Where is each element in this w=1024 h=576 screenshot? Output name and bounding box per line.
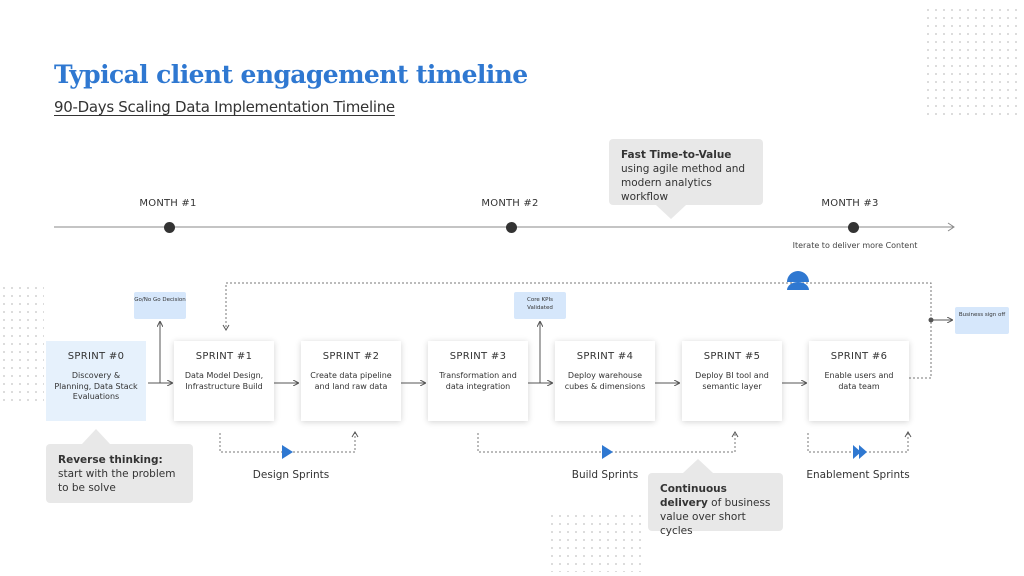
page-title: Typical client engagement timeline xyxy=(54,60,528,89)
sprint-desc: Transformation and data integration xyxy=(439,371,517,391)
dot-grid-left xyxy=(0,284,44,404)
callout-bold: Continuous delivery xyxy=(660,483,727,509)
design-phase-loop xyxy=(219,433,356,453)
play-icon xyxy=(282,445,293,459)
sprint-name: SPRINT #1 xyxy=(195,351,253,362)
month-marker-2 xyxy=(506,221,517,233)
fast-callout-pointer xyxy=(656,205,686,219)
sprint-desc: Deploy BI tool and semantic layer xyxy=(695,371,769,391)
double-play-icon xyxy=(853,445,867,459)
callout-text: of business value over short cycles xyxy=(660,497,771,537)
month-label-3: MONTH #3 xyxy=(821,198,879,209)
sprint-card-2: SPRINT #2 Create data pipeline and land … xyxy=(301,341,401,421)
sprint-card-3: SPRINT #3 Transformation and data integr… xyxy=(428,341,528,421)
callout-text: using agile method and modern analytics … xyxy=(621,163,746,203)
build-phase-loop xyxy=(477,433,736,453)
sprint-desc: Data Model Design, Infrastructure Build xyxy=(184,371,264,391)
phase-label-enablement: Enablement Sprints xyxy=(806,469,910,481)
sprint-desc: Create data pipeline and land raw data xyxy=(310,371,392,391)
sprint-name: SPRINT #3 xyxy=(449,351,507,362)
sprint-name: SPRINT #0 xyxy=(67,351,125,362)
sprint-card-0: SPRINT #0 Discovery & Planning, Data Sta… xyxy=(46,341,146,421)
phase-label-build: Build Sprints xyxy=(571,469,639,481)
signoff-junction-dot xyxy=(928,317,934,323)
reverse-callout-pointer xyxy=(82,429,110,444)
page-subtitle: 90-Days Scaling Data Implementation Time… xyxy=(54,98,395,116)
sprint-card-1: SPRINT #1 Data Model Design, Infrastruct… xyxy=(174,341,274,421)
sprint-desc: Enable users and data team xyxy=(824,371,894,391)
sprint-name: SPRINT #6 xyxy=(830,351,888,362)
enablement-phase-loop xyxy=(807,433,909,453)
month-marker-1 xyxy=(164,221,175,233)
continuous-delivery-callout: Continuous delivery of business value ov… xyxy=(648,473,783,537)
go-no-go-tag: Go/No Go Decision xyxy=(134,292,186,319)
iterate-note: Iterate to deliver more Content xyxy=(792,241,918,250)
core-kpis-tag: Core KPIs Validated xyxy=(514,292,566,319)
month-label-1: MONTH #1 xyxy=(139,198,197,209)
callout-bold: Reverse thinking: xyxy=(58,454,163,466)
iterate-loop xyxy=(225,282,932,379)
user-group-icon xyxy=(787,271,809,290)
continuous-callout-pointer xyxy=(683,459,713,473)
play-icon xyxy=(602,445,613,459)
fast-time-to-value-callout: Fast Time-to-Value using agile method an… xyxy=(609,139,763,205)
sprint-card-6: SPRINT #6 Enable users and data team xyxy=(809,341,909,421)
iterate-loop-arrowhead xyxy=(222,324,230,331)
timeline-arrowhead xyxy=(947,222,955,232)
callout-text: start with the problem to be solve xyxy=(58,468,176,494)
sprint-card-5: SPRINT #5 Deploy BI tool and semantic la… xyxy=(682,341,782,421)
month-marker-3 xyxy=(848,221,859,233)
dot-grid-bottom xyxy=(548,512,644,572)
phase-label-design: Design Sprints xyxy=(252,469,330,481)
dot-grid-top-right xyxy=(924,6,1020,118)
sprint-name: SPRINT #4 xyxy=(576,351,634,362)
sprint-card-4: SPRINT #4 Deploy warehouse cubes & dimen… xyxy=(555,341,655,421)
business-signoff-tag: Business sign off xyxy=(955,307,1009,334)
month-label-2: MONTH #2 xyxy=(481,198,539,209)
callout-bold: Fast Time-to-Value xyxy=(621,149,732,161)
sprint-name: SPRINT #5 xyxy=(703,351,761,362)
sprint-name: SPRINT #2 xyxy=(322,351,380,362)
reverse-thinking-callout: Reverse thinking: start with the problem… xyxy=(46,444,193,503)
sprint-desc: Discovery & Planning, Data Stack Evaluat… xyxy=(54,371,138,401)
sprint-desc: Deploy warehouse cubes & dimensions xyxy=(564,371,646,391)
